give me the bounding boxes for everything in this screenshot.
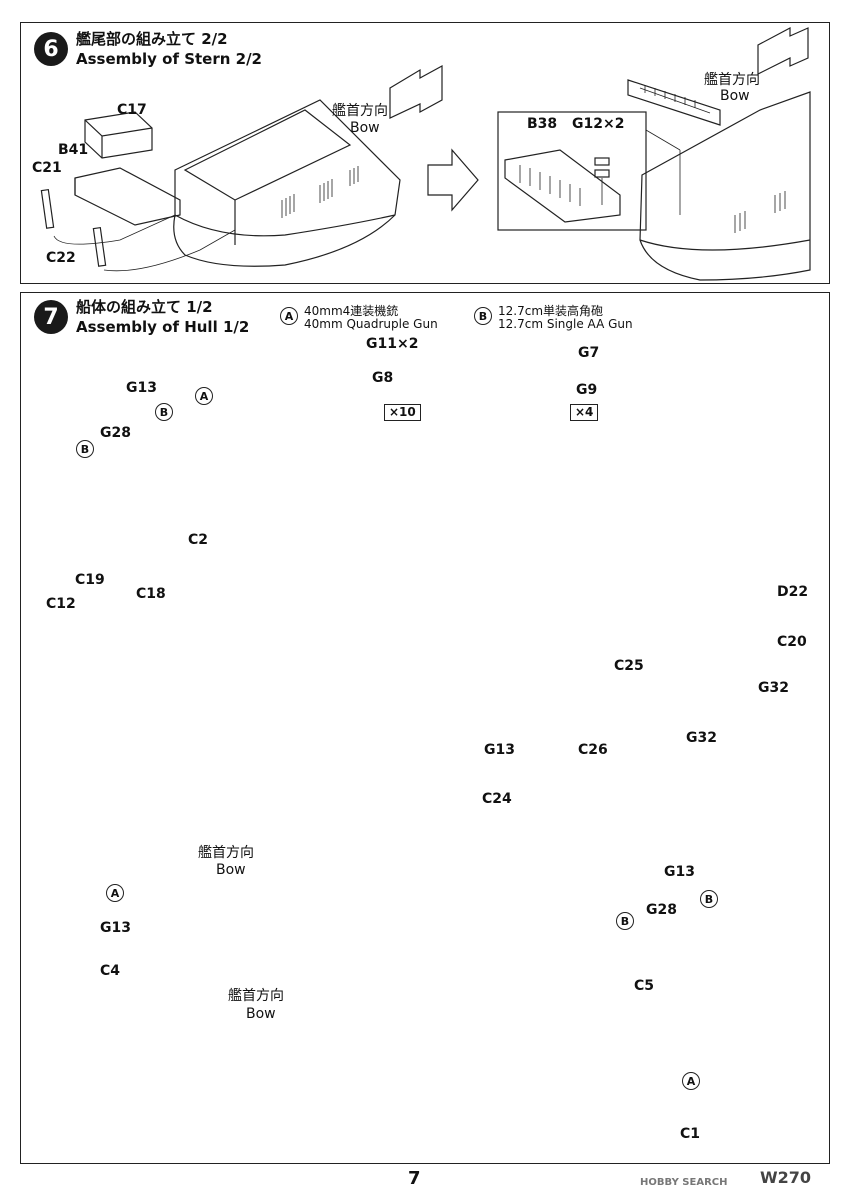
part-label-g32-lower: G32: [686, 730, 717, 746]
part-label-c24: C24: [482, 791, 512, 807]
subassembly-a-mark: A: [280, 307, 298, 325]
part-label-g9: G9: [576, 382, 598, 398]
part-label-c5: C5: [634, 978, 655, 994]
quantity-b: ×4: [570, 404, 599, 421]
part-label-c1: C1: [680, 1126, 701, 1142]
page-number: 7: [408, 1168, 421, 1189]
part-label-g28-inset3: G28: [646, 902, 677, 918]
part-label-g12: G12×2: [572, 116, 625, 132]
mark-a-inset1: A: [195, 387, 213, 405]
step-7-title-en: Assembly of Hull 1/2: [76, 318, 250, 336]
part-label-c17: C17: [117, 102, 147, 118]
part-label-g32-right: G32: [758, 680, 789, 696]
bow-direction-jp-1: 艦首方向: [332, 103, 388, 119]
subassembly-b-mark: B: [474, 307, 492, 325]
bow-direction-en-2: Bow: [720, 88, 750, 104]
part-label-g13-hull: G13: [484, 742, 515, 758]
part-label-c18: C18: [136, 586, 166, 602]
product-code: W270: [760, 1168, 812, 1187]
step-6-badge: 6: [34, 32, 68, 66]
part-label-c2: C2: [188, 532, 209, 548]
part-label-c26: C26: [578, 742, 608, 758]
part-label-g13-inset3: G13: [664, 864, 695, 880]
step-7-badge: 7: [34, 300, 68, 334]
subassembly-b-name-en: 12.7cm Single AA Gun: [498, 317, 633, 331]
part-label-g28-inset1: G28: [100, 425, 131, 441]
quantity-a: ×10: [384, 404, 421, 421]
mark-b-inset3-left: B: [616, 912, 634, 930]
bow-direction-en-4: Bow: [246, 1006, 276, 1022]
part-label-b38: B38: [527, 116, 558, 132]
part-label-g11: G11×2: [366, 336, 419, 352]
part-label-c22: C22: [46, 250, 76, 266]
subassembly-a-name-en: 40mm Quadruple Gun: [304, 317, 438, 331]
mark-a-inset2: A: [106, 884, 124, 902]
part-label-g13-inset1: G13: [126, 380, 157, 396]
mark-b-inset3-right: B: [700, 890, 718, 908]
bow-direction-jp-3: 艦首方向: [198, 845, 254, 861]
step-7-title-jp: 船体の組み立て 1/2: [76, 298, 213, 316]
bow-direction-jp-4: 艦首方向: [228, 988, 284, 1004]
step-6-panel: [20, 22, 830, 284]
mark-a-inset4: A: [682, 1072, 700, 1090]
part-label-c4: C4: [100, 963, 121, 979]
bow-direction-jp-2: 艦首方向: [704, 72, 760, 88]
part-label-c25: C25: [614, 658, 644, 674]
part-label-d22: D22: [777, 584, 809, 600]
watermark: HOBBY SEARCH: [640, 1177, 728, 1188]
mark-b-inset1-left: B: [76, 440, 94, 458]
part-label-g8: G8: [372, 370, 394, 386]
part-label-c12: C12: [46, 596, 76, 612]
part-label-c19: C19: [75, 572, 105, 588]
bow-direction-en-3: Bow: [216, 862, 246, 878]
part-label-g7: G7: [578, 345, 600, 361]
bow-direction-en-1: Bow: [350, 120, 380, 136]
part-label-c21: C21: [32, 160, 62, 176]
part-label-g13-inset2: G13: [100, 920, 131, 936]
subassembly-a-name-jp: 40mm4連装機銃: [304, 304, 399, 318]
step-6-title-en: Assembly of Stern 2/2: [76, 50, 262, 68]
step-7-panel: [20, 292, 830, 1164]
step-6-title-jp: 艦尾部の組み立て 2/2: [76, 30, 228, 48]
part-label-b41: B41: [58, 142, 89, 158]
part-label-c20: C20: [777, 634, 807, 650]
subassembly-b-name-jp: 12.7cm単装高角砲: [498, 304, 604, 318]
mark-b-inset1-top: B: [155, 403, 173, 421]
